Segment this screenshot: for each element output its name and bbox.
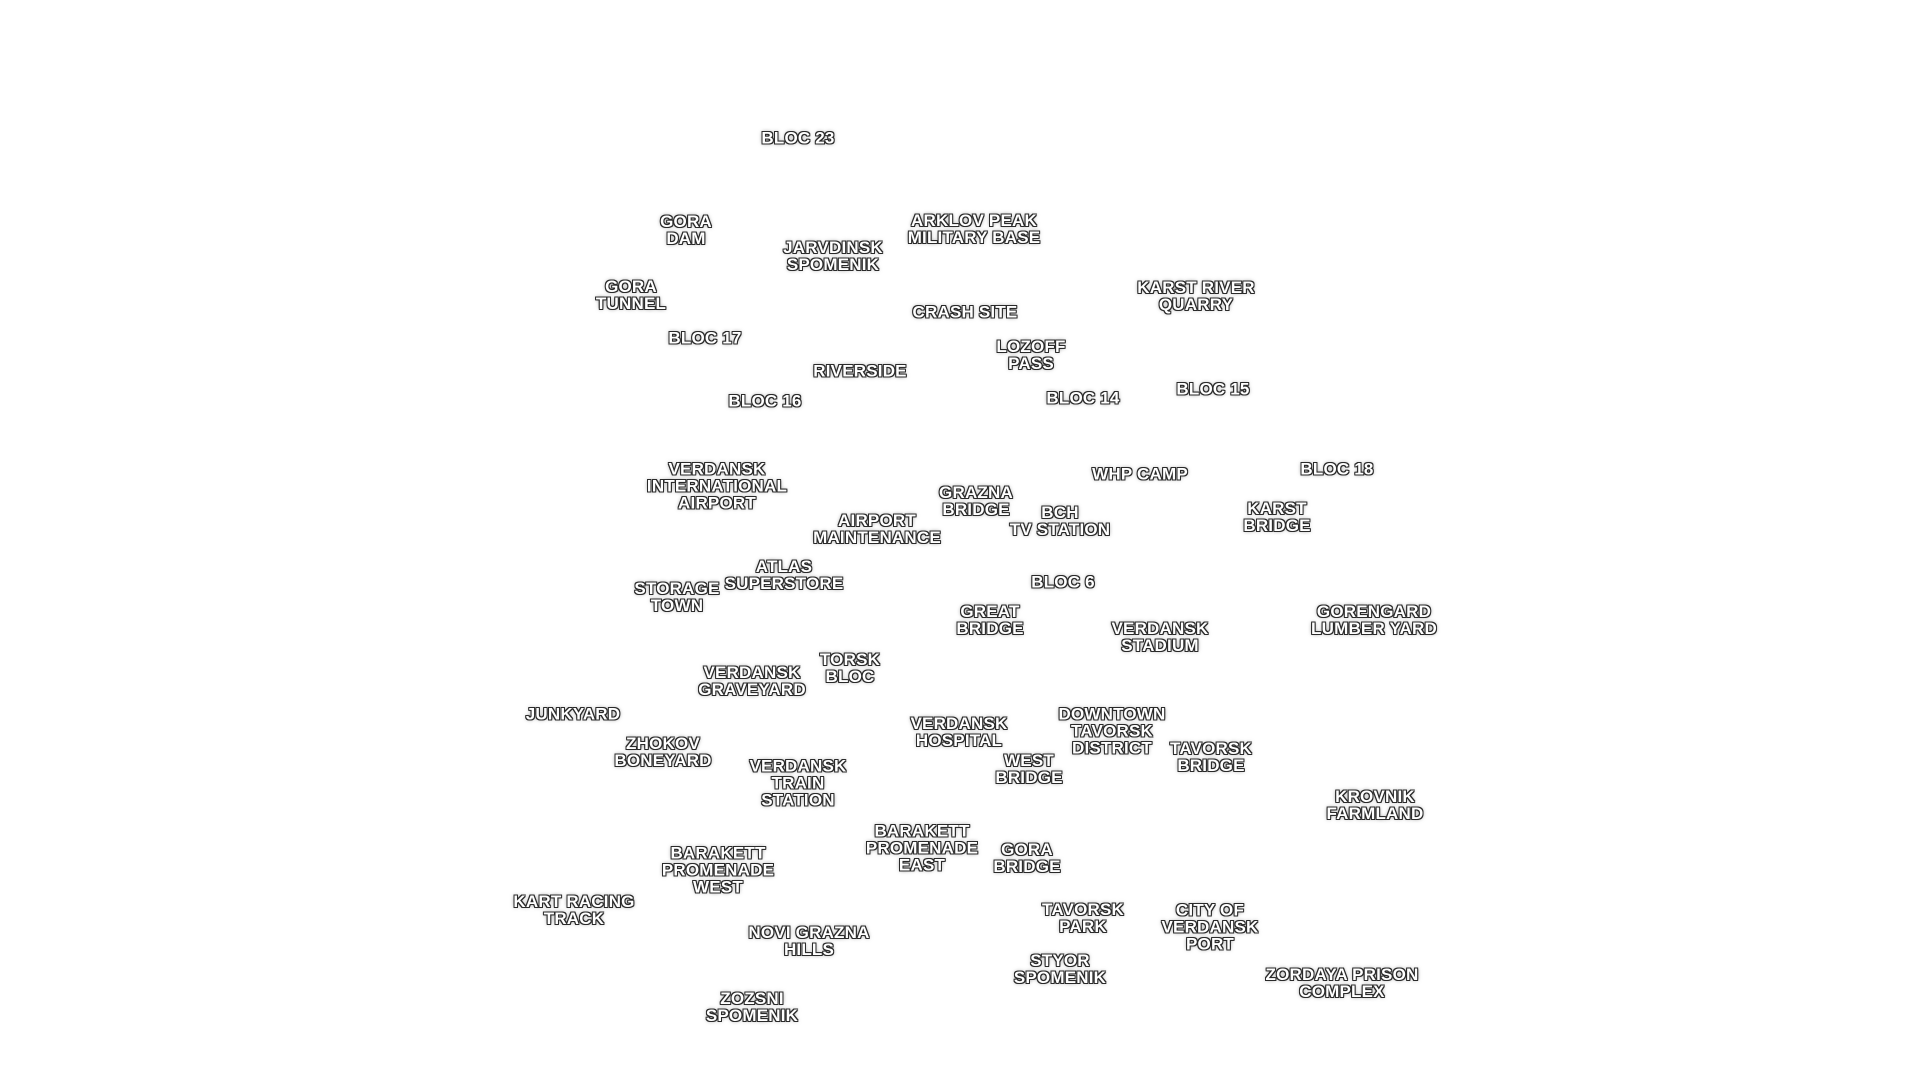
location-bloc-18[interactable]: BLOC 18 (1300, 459, 1374, 479)
location-gorengard-lumber-yard[interactable]: GORENGARD LUMBER YARD (1311, 602, 1437, 638)
location-verdansk-international-airport[interactable]: VERDANSK INTERNATIONAL AIRPORT (646, 459, 788, 513)
location-bloc-15[interactable]: BLOC 15 (1176, 379, 1250, 399)
location-verdansk-train-station[interactable]: VERDANSK TRAIN STATION (749, 756, 847, 810)
location-junkyard[interactable]: JUNKYARD (525, 704, 621, 724)
location-bloc-14[interactable]: BLOC 14 (1046, 388, 1120, 408)
location-gora-dam[interactable]: GORA DAM (660, 212, 712, 248)
location-verdansk-graveyard[interactable]: VERDANSK GRAVEYARD (698, 663, 806, 699)
location-lozoff-pass[interactable]: LOZOFF PASS (996, 337, 1066, 373)
location-gora-bridge[interactable]: GORA BRIDGE (993, 840, 1061, 876)
location-verdansk-hospital[interactable]: VERDANSK HOSPITAL (910, 714, 1008, 750)
location-karst-bridge[interactable]: KARST BRIDGE (1243, 499, 1311, 535)
location-barakett-promenade-east[interactable]: BARAKETT PROMENADE EAST (865, 821, 979, 875)
location-tavorsk-bridge[interactable]: TAVORSK BRIDGE (1170, 739, 1252, 775)
location-zozsni-spomenik[interactable]: ZOZSNI SPOMENIK (705, 989, 799, 1025)
location-city-of-verdansk-port[interactable]: CITY OF VERDANSK PORT (1161, 900, 1259, 954)
location-bloc-16[interactable]: BLOC 16 (728, 391, 802, 411)
location-storage-town[interactable]: STORAGE TOWN (634, 579, 720, 615)
location-airport-maintenance[interactable]: AIRPORT MAINTENANCE (813, 511, 941, 547)
location-crash-site[interactable]: CRASH SITE (912, 302, 1018, 322)
location-bloc-17[interactable]: BLOC 17 (668, 328, 742, 348)
location-jarvdinsk-spomenik[interactable]: JARVDINSK SPOMENIK (783, 238, 883, 274)
location-west-bridge[interactable]: WEST BRIDGE (995, 751, 1063, 787)
location-verdansk-stadium[interactable]: VERDANSK STADIUM (1111, 619, 1209, 655)
location-bch-tv-station[interactable]: BCH TV STATION (1009, 503, 1111, 539)
location-arklov-peak-military-base[interactable]: ARKLOV PEAK MILITARY BASE (907, 211, 1041, 247)
location-riverside[interactable]: RIVERSIDE (813, 361, 907, 381)
location-gora-tunnel[interactable]: GORA TUNNEL (595, 277, 667, 313)
location-bloc-6[interactable]: BLOC 6 (1031, 572, 1095, 592)
location-great-bridge[interactable]: GREAT BRIDGE (956, 602, 1024, 638)
location-tavorsk-park[interactable]: TAVORSK PARK (1042, 900, 1124, 936)
location-downtown-tavorsk-district[interactable]: DOWNTOWN TAVORSK DISTRICT (1058, 704, 1166, 758)
location-zordaya-prison-complex[interactable]: ZORDAYA PRISON COMPLEX (1265, 965, 1419, 1001)
location-barakett-promenade-west[interactable]: BARAKETT PROMENADE WEST (661, 843, 775, 897)
location-torsk-bloc[interactable]: TORSK BLOC (819, 650, 881, 686)
location-atlas-superstore[interactable]: ATLAS SUPERSTORE (724, 557, 844, 593)
location-zhokov-boneyard[interactable]: ZHOKOV BONEYARD (614, 734, 712, 770)
location-novi-grazna-hills[interactable]: NOVI GRAZNA HILLS (748, 923, 870, 959)
location-kart-racing-track[interactable]: KART RACING TRACK (513, 892, 635, 928)
location-styor-spomenik[interactable]: STYOR SPOMENIK (1013, 951, 1107, 987)
location-bloc-23[interactable]: BLOC 23 (761, 128, 835, 148)
location-krovnik-farmland[interactable]: KROVNIK FARMLAND (1326, 787, 1424, 823)
location-grazna-bridge[interactable]: GRAZNA BRIDGE (939, 483, 1013, 519)
location-whp-camp[interactable]: WHP CAMP (1092, 464, 1188, 484)
location-karst-river-quarry[interactable]: KARST RIVER QUARRY (1137, 278, 1255, 314)
